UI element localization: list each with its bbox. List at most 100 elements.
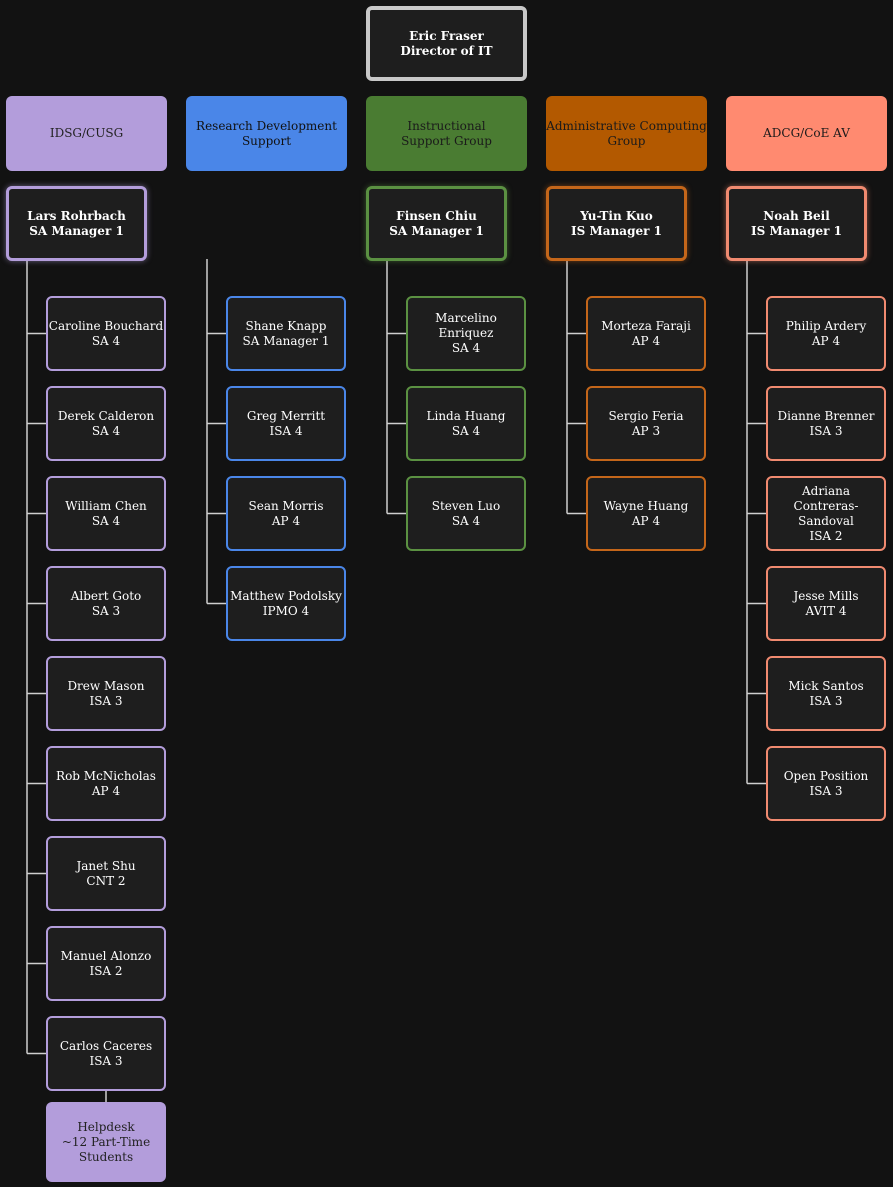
- member-name: Sean Morris: [248, 498, 324, 513]
- group-header-line: Instructional: [407, 118, 486, 133]
- member-name: Linda Huang: [426, 408, 506, 423]
- member-title: ISA 3: [809, 783, 843, 798]
- group-header-idsg: IDSG/CUSG: [6, 96, 167, 171]
- helpdesk-line: Students: [78, 1149, 134, 1164]
- member-name: Janet Shu: [76, 858, 136, 873]
- member-name: Greg Merritt: [246, 408, 326, 423]
- group-header-line: Administrative Computing: [546, 118, 707, 133]
- member-name: Open Position: [783, 768, 869, 783]
- group-header-line: Support Group: [401, 133, 492, 148]
- member-name: Matthew Podolsky: [230, 588, 342, 603]
- member-title: ISA 4: [269, 423, 303, 438]
- member-title: ISA 2: [809, 528, 843, 543]
- member-name: Mick Santos: [788, 678, 864, 693]
- member-name: Jesse Mills: [793, 588, 859, 603]
- member-name: Philip Ardery: [785, 318, 867, 333]
- member-title: SA 4: [91, 423, 121, 438]
- member-title: AP 3: [631, 423, 661, 438]
- manager-title: IS Manager 1: [751, 223, 842, 238]
- member-name: William Chen: [65, 498, 147, 513]
- manager-name: Finsen Chiu: [396, 208, 477, 223]
- member-name: Shane Knapp: [245, 318, 327, 333]
- group-header-line: ADCG/CoE AV: [763, 126, 850, 140]
- member-name-line: Adriana Contreras-: [793, 483, 859, 513]
- helpdesk-line: Helpdesk: [77, 1119, 135, 1134]
- member-name: Wayne Huang: [603, 498, 689, 513]
- member-title: SA Manager 1: [242, 333, 330, 348]
- member-name: Albert Goto: [70, 588, 142, 603]
- member-title: ISA 3: [89, 1053, 123, 1068]
- director-name: Eric Fraser: [409, 28, 484, 43]
- director-title: Director of IT: [400, 43, 493, 58]
- member-name: Derek Calderon: [57, 408, 155, 423]
- member-title: CNT 2: [86, 873, 126, 888]
- manager-title: SA Manager 1: [389, 223, 484, 238]
- group-header-line: Research Development: [196, 118, 337, 133]
- member-name: Steven Luo: [431, 498, 501, 513]
- member-title: SA 4: [91, 513, 121, 528]
- member-name: Marcelino Enriquez: [435, 311, 497, 340]
- group-header-line: Support: [241, 133, 292, 148]
- member-title: AP 4: [811, 333, 841, 348]
- helpdesk-line: ~12 Part-Time: [61, 1134, 151, 1149]
- member-title: IPMO 4: [262, 603, 310, 618]
- group-header-line: Group: [607, 133, 646, 148]
- member-title: SA 4: [451, 341, 481, 355]
- member-name: Sergio Feria: [608, 408, 684, 423]
- manager-name: Yu-Tin Kuo: [580, 208, 653, 223]
- member-title: AP 4: [271, 513, 301, 528]
- member-title: ISA 2: [89, 963, 123, 978]
- member-name-line: Sandoval: [798, 513, 854, 528]
- member-title: ISA 3: [89, 693, 123, 708]
- member-title: AP 4: [631, 513, 661, 528]
- member-name: Morteza Faraji: [601, 318, 691, 333]
- member-title: ISA 3: [809, 423, 843, 438]
- member-name: Manuel Alonzo: [60, 948, 152, 963]
- manager-title: SA Manager 1: [29, 223, 124, 238]
- manager-name: Lars Rohrbach: [27, 208, 126, 223]
- group-header-adcg: ADCG/CoE AV: [726, 96, 887, 171]
- member-title: ISA 3: [809, 693, 843, 708]
- member-title: AP 4: [91, 783, 121, 798]
- member-title: SA 4: [451, 513, 481, 528]
- member-name: Carlos Caceres: [59, 1038, 153, 1053]
- member-title: SA 4: [91, 333, 121, 348]
- member-title: AVIT 4: [805, 603, 847, 618]
- member-name: Drew Mason: [67, 678, 145, 693]
- manager-title: IS Manager 1: [571, 223, 662, 238]
- member-title: AP 4: [631, 333, 661, 348]
- member-title: SA 3: [91, 603, 121, 618]
